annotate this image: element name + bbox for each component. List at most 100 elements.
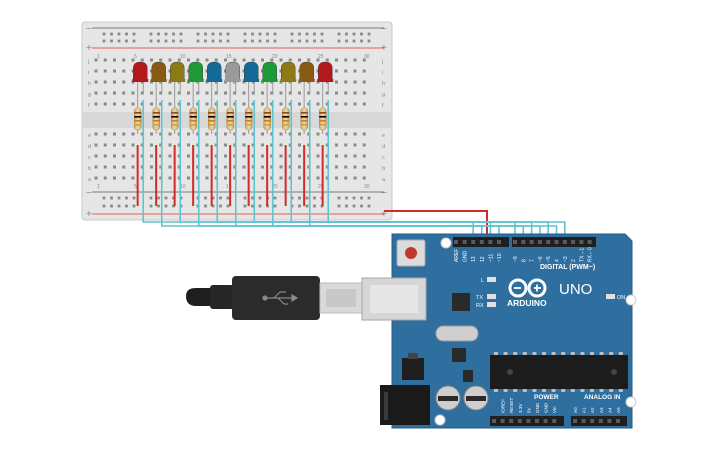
rail-hole[interactable]: [204, 204, 207, 208]
breadboard-hole[interactable]: [131, 165, 135, 169]
rail-hole[interactable]: [367, 39, 371, 43]
rail-hole[interactable]: [172, 32, 175, 36]
breadboard-hole[interactable]: [94, 58, 98, 62]
breadboard-hole[interactable]: [150, 69, 153, 73]
reset-button-cap[interactable]: [405, 247, 417, 259]
breadboard-hole[interactable]: [353, 91, 357, 95]
resistor[interactable]: [189, 107, 197, 131]
rail-hole[interactable]: [251, 196, 254, 200]
breadboard-hole[interactable]: [150, 91, 153, 95]
breadboard-hole[interactable]: [159, 176, 163, 180]
breadboard-hole[interactable]: [270, 143, 274, 147]
led[interactable]: [244, 61, 259, 81]
breadboard-hole[interactable]: [214, 58, 218, 62]
breadboard-hole[interactable]: [316, 143, 320, 147]
breadboard-hole[interactable]: [353, 165, 357, 169]
breadboard-hole[interactable]: [279, 165, 283, 169]
breadboard-hole[interactable]: [140, 176, 144, 180]
breadboard-hole[interactable]: [214, 165, 218, 169]
breadboard-hole[interactable]: [177, 154, 181, 158]
rail-hole[interactable]: [179, 32, 183, 36]
breadboard-hole[interactable]: [270, 165, 274, 169]
rail-hole[interactable]: [243, 204, 247, 208]
breadboard-hole[interactable]: [103, 58, 107, 62]
breadboard-hole[interactable]: [103, 80, 107, 84]
header-pin[interactable]: [517, 419, 522, 423]
breadboard-hole[interactable]: [122, 102, 126, 106]
led[interactable]: [170, 61, 185, 81]
rail-hole[interactable]: [211, 196, 215, 200]
breadboard-hole[interactable]: [122, 154, 126, 158]
rail-hole[interactable]: [117, 204, 121, 208]
breadboard-hole[interactable]: [94, 154, 98, 158]
breadboard-hole[interactable]: [344, 58, 348, 62]
breadboard-hole[interactable]: [159, 154, 163, 158]
resistor[interactable]: [152, 107, 160, 131]
breadboard-hole[interactable]: [270, 102, 274, 106]
breadboard-hole[interactable]: [159, 102, 163, 106]
resistor[interactable]: [319, 107, 327, 131]
breadboard-hole[interactable]: [298, 58, 301, 62]
header-pin[interactable]: [537, 240, 542, 244]
breadboard-hole[interactable]: [325, 91, 329, 95]
breadboard-hole[interactable]: [316, 132, 320, 136]
breadboard-hole[interactable]: [177, 143, 181, 147]
rail-hole[interactable]: [219, 204, 222, 208]
rail-hole[interactable]: [298, 32, 301, 36]
breadboard-hole[interactable]: [103, 154, 107, 158]
breadboard-hole[interactable]: [298, 102, 301, 106]
rail-hole[interactable]: [132, 196, 136, 200]
breadboard-hole[interactable]: [344, 165, 348, 169]
rail-hole[interactable]: [337, 196, 341, 200]
breadboard-hole[interactable]: [233, 176, 237, 180]
rail-hole[interactable]: [164, 39, 168, 43]
breadboard-hole[interactable]: [288, 176, 292, 180]
rail-hole[interactable]: [367, 196, 371, 200]
rail-hole[interactable]: [313, 39, 316, 43]
breadboard-hole[interactable]: [113, 165, 116, 169]
breadboard-hole[interactable]: [205, 165, 209, 169]
breadboard-hole[interactable]: [344, 132, 348, 136]
breadboard-hole[interactable]: [150, 102, 153, 106]
rail-hole[interactable]: [117, 196, 121, 200]
rail-hole[interactable]: [117, 39, 121, 43]
breadboard-hole[interactable]: [205, 102, 209, 106]
breadboard-hole[interactable]: [140, 143, 144, 147]
rail-hole[interactable]: [243, 196, 247, 200]
rail-hole[interactable]: [164, 32, 168, 36]
breadboard-hole[interactable]: [288, 132, 292, 136]
header-pin[interactable]: [546, 240, 551, 244]
breadboard-hole[interactable]: [168, 69, 172, 73]
breadboard-hole[interactable]: [251, 102, 255, 106]
breadboard-hole[interactable]: [168, 91, 172, 95]
rail-hole[interactable]: [305, 196, 309, 200]
rail-hole[interactable]: [172, 204, 175, 208]
breadboard-hole[interactable]: [325, 132, 329, 136]
breadboard-hole[interactable]: [205, 176, 209, 180]
breadboard-hole[interactable]: [122, 80, 126, 84]
breadboard-hole[interactable]: [288, 102, 292, 106]
breadboard-hole[interactable]: [325, 176, 329, 180]
breadboard-hole[interactable]: [261, 102, 264, 106]
breadboard-hole[interactable]: [113, 58, 116, 62]
rail-hole[interactable]: [360, 196, 363, 200]
breadboard-hole[interactable]: [131, 132, 135, 136]
rail-hole[interactable]: [226, 39, 230, 43]
rail-hole[interactable]: [132, 204, 136, 208]
breadboard-hole[interactable]: [94, 80, 98, 84]
rail-hole[interactable]: [273, 32, 277, 36]
breadboard-hole[interactable]: [298, 165, 301, 169]
breadboard-hole[interactable]: [205, 69, 209, 73]
breadboard-hole[interactable]: [150, 143, 153, 147]
rail-hole[interactable]: [251, 39, 254, 43]
breadboard-hole[interactable]: [261, 69, 264, 73]
breadboard-hole[interactable]: [140, 58, 144, 62]
rail-hole[interactable]: [132, 32, 136, 36]
breadboard-hole[interactable]: [196, 165, 200, 169]
breadboard-hole[interactable]: [94, 91, 98, 95]
breadboard-hole[interactable]: [187, 176, 190, 180]
breadboard-hole[interactable]: [187, 58, 190, 62]
breadboard-hole[interactable]: [242, 69, 246, 73]
breadboard-hole[interactable]: [316, 102, 320, 106]
breadboard-hole[interactable]: [261, 176, 264, 180]
